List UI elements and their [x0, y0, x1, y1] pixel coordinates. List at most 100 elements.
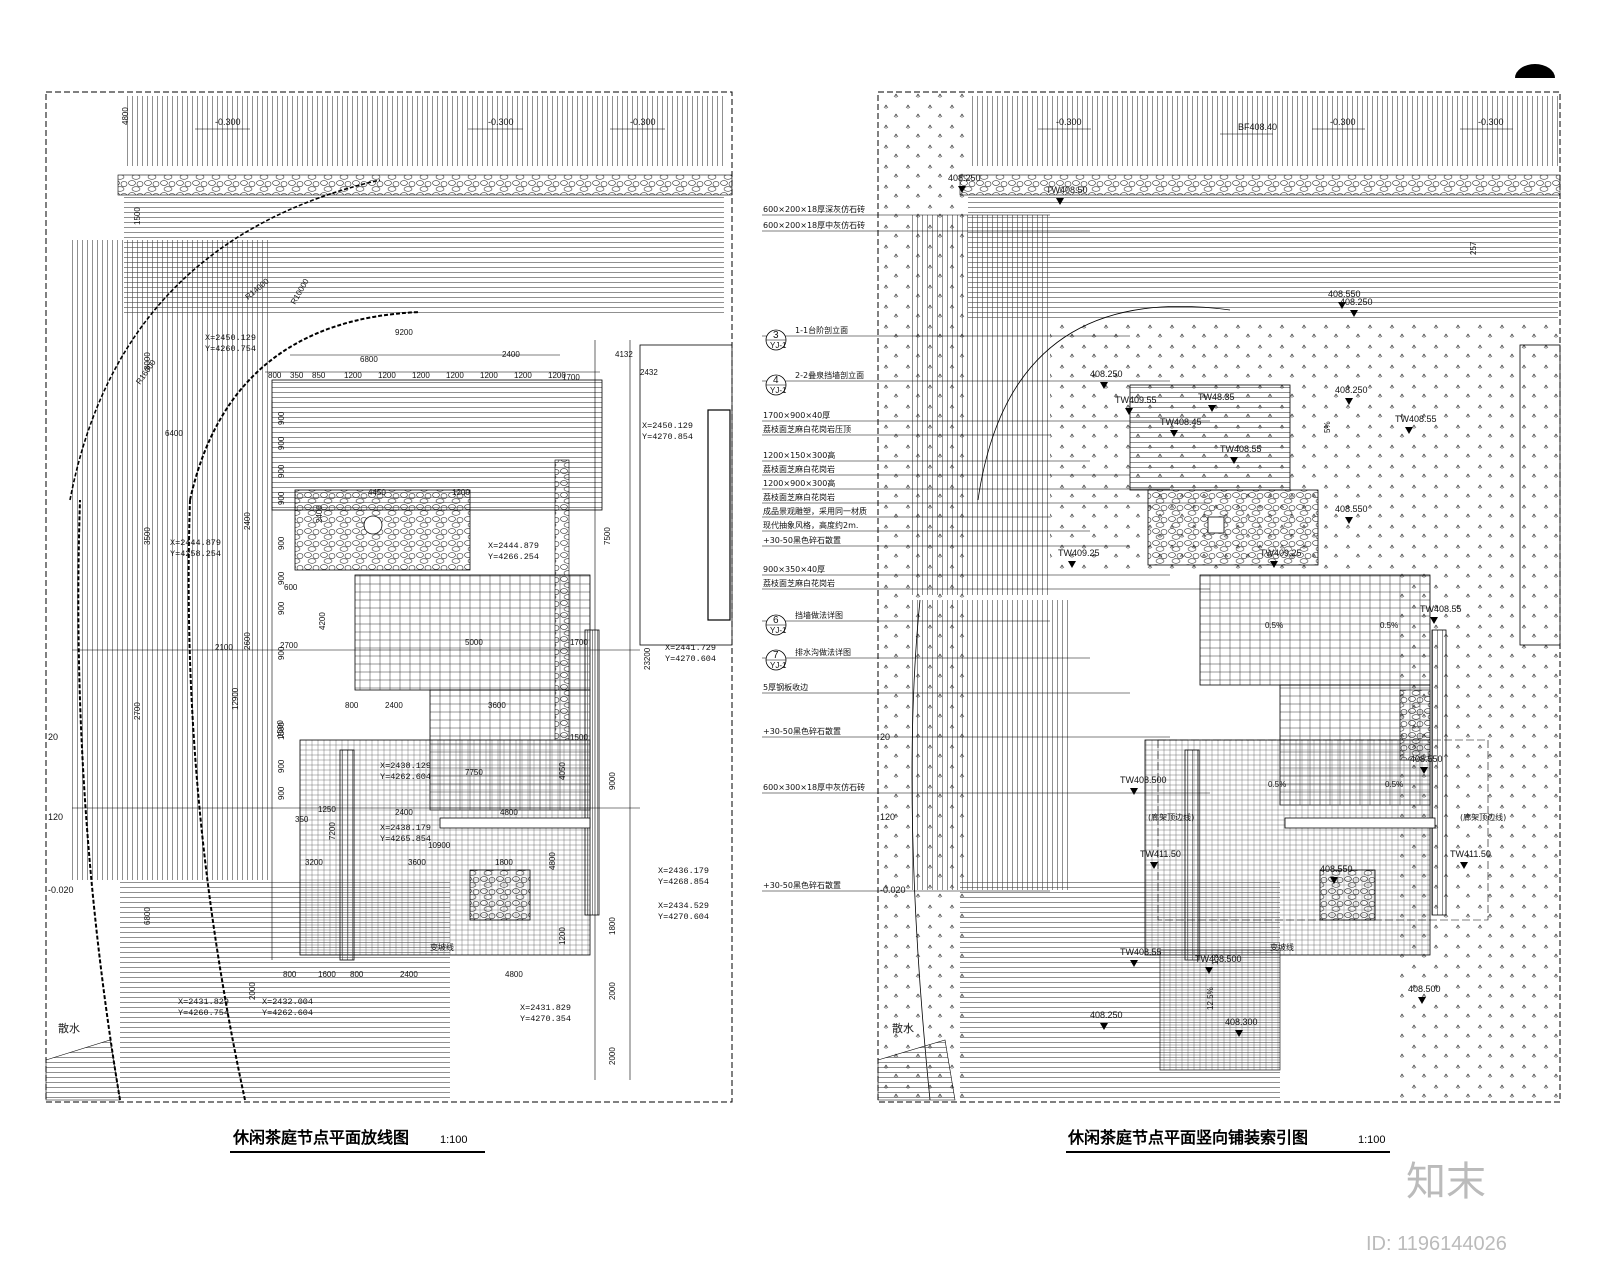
right-plan-drawing	[762, 91, 1561, 1103]
material-note: 2-2叠泉挡墙剖立面	[795, 370, 864, 380]
dimension-text: 2400	[502, 350, 520, 359]
dimension-text: 2700	[280, 641, 298, 650]
elevation-triangle-icon	[1130, 788, 1138, 795]
elevation-text: TW411.50	[1140, 849, 1181, 859]
r-sculpture-base	[1207, 516, 1225, 534]
slope-text: 12.5%	[1206, 987, 1215, 1010]
material-note: 1200×150×300高	[763, 450, 835, 460]
dimension-text: 800	[268, 371, 282, 380]
level-mark: -0.300	[215, 117, 241, 127]
material-note: 1200×900×300高	[763, 478, 835, 488]
material-note: 成品景观雕塑，采用同一材质	[763, 506, 867, 516]
material-note: 荔枝面芝麻白花岗岩压顶	[763, 424, 851, 434]
dimension-text: 2400	[395, 808, 413, 817]
pergola-outline-tag: (廊架顶边线)	[1148, 812, 1194, 822]
r-gravel-pit	[1319, 869, 1376, 921]
dimension-text: 2700	[133, 702, 142, 720]
dimension-text: 7750	[465, 768, 483, 777]
dimension-text: 800	[283, 970, 297, 979]
level-mark: -0.300	[1056, 117, 1082, 127]
elevation-triangle-icon	[1235, 1030, 1243, 1037]
dimension-text: 1500	[277, 722, 286, 740]
elevation-triangle-icon	[1330, 877, 1338, 884]
side-level: -0.020	[880, 885, 906, 895]
elevation-triangle-icon	[1100, 382, 1108, 389]
bubble-number: 3	[773, 330, 779, 341]
r-pergola-beam-right	[1431, 629, 1447, 916]
dimension-text: 9200	[395, 328, 413, 337]
coordinate-x: X=2431.829	[520, 1003, 571, 1013]
r-bench	[1284, 817, 1436, 829]
elevation-triangle-icon	[1056, 198, 1064, 205]
elevation-text: TW408.50	[1046, 185, 1088, 195]
elevation-triangle-icon	[1150, 862, 1158, 869]
left-hatch-mid	[72, 590, 272, 880]
curve-outer	[69, 179, 381, 501]
material-note: 排水沟做法详图	[795, 647, 851, 657]
dimension-text: 900	[277, 411, 286, 425]
dimension-text: 900	[277, 491, 286, 505]
r-paving-grid-1	[1199, 574, 1431, 686]
dimension-text: 900	[277, 436, 286, 450]
elevation-text: 408.250	[948, 173, 981, 183]
coordinate-x: X=2450.129	[642, 421, 693, 431]
dimension-text: 900	[277, 571, 286, 585]
dimension-text: 2400	[243, 512, 252, 530]
elevation-text: 408.250	[1090, 369, 1123, 379]
elevation-triangle-icon	[1405, 427, 1413, 434]
apron-label: 散水	[58, 1021, 80, 1035]
side-level: 20	[48, 732, 58, 742]
elevation-markers	[958, 186, 1468, 1037]
building-edge	[639, 344, 733, 646]
elevation-triangle-icon	[1068, 561, 1076, 568]
left-plan-drawing	[45, 91, 733, 1103]
gravel-pit	[469, 869, 531, 921]
dimension-text: 850	[312, 371, 326, 380]
coordinate-x: X=2432.004	[262, 997, 313, 1007]
side-level: 20	[880, 732, 890, 742]
elevation-text: 408.550	[1320, 864, 1353, 874]
material-note: 900×350×40厚	[763, 565, 825, 574]
watermark-id: ID: 1196144026	[1366, 1233, 1507, 1255]
elevation-triangle-icon	[1345, 517, 1353, 524]
dimension-text: 4800	[505, 970, 523, 979]
door-frame	[707, 409, 731, 621]
material-note: 1-1台阶剖立面	[795, 325, 848, 335]
dimension-text: 2400	[315, 505, 324, 523]
dimension-text: 1700	[562, 373, 580, 382]
r-water-feature	[1147, 489, 1319, 566]
side-level: 120	[48, 812, 63, 822]
coordinate-y: Y=4262.604	[380, 772, 431, 782]
elevation-text: TW409.55	[1115, 395, 1157, 405]
dimension-text: 1200	[412, 371, 430, 380]
left-hatch-upper	[72, 240, 272, 590]
level-mark: -0.300	[488, 117, 514, 127]
dimension-text: 1250	[318, 805, 336, 814]
coordinate-y: Y=4270.854	[642, 432, 693, 442]
dimension-text: 2100	[215, 643, 233, 652]
apron-label: 散水	[892, 1021, 914, 1035]
coordinate-y: Y=4260.754	[205, 344, 256, 354]
r-curve-upper	[977, 306, 1231, 501]
curve-right-edge	[187, 499, 246, 1101]
elevation-text: 408.550	[1410, 754, 1443, 764]
r-left-hatch-mid	[910, 600, 1070, 890]
dimension-text: 9000	[608, 772, 617, 790]
slope-change-label: 变坡线	[430, 942, 454, 952]
slope-text: 0.5%	[1265, 621, 1283, 630]
elevation-text: TW411.50	[1450, 849, 1491, 859]
dimension-text: 4800	[548, 852, 557, 870]
elevation-triangle-icon	[1230, 457, 1238, 464]
elevation-triangle-icon	[1208, 405, 1216, 412]
planter-strip	[554, 459, 570, 741]
left-title-block: 休闲茶庭节点平面放线图 1:100	[230, 1128, 485, 1153]
pergola-beam-right	[584, 629, 600, 916]
material-note: +30-50黑色碎石散置	[763, 535, 841, 545]
coordinate-y: Y=4258.254	[170, 549, 221, 559]
r-pergola-beam-left	[1184, 749, 1200, 961]
right-scale: 1:100	[1358, 1134, 1386, 1146]
r-upper-paving	[968, 195, 1558, 320]
coordinate-x: X=2436.179	[658, 866, 709, 876]
left-scale: 1:100	[440, 1134, 468, 1146]
